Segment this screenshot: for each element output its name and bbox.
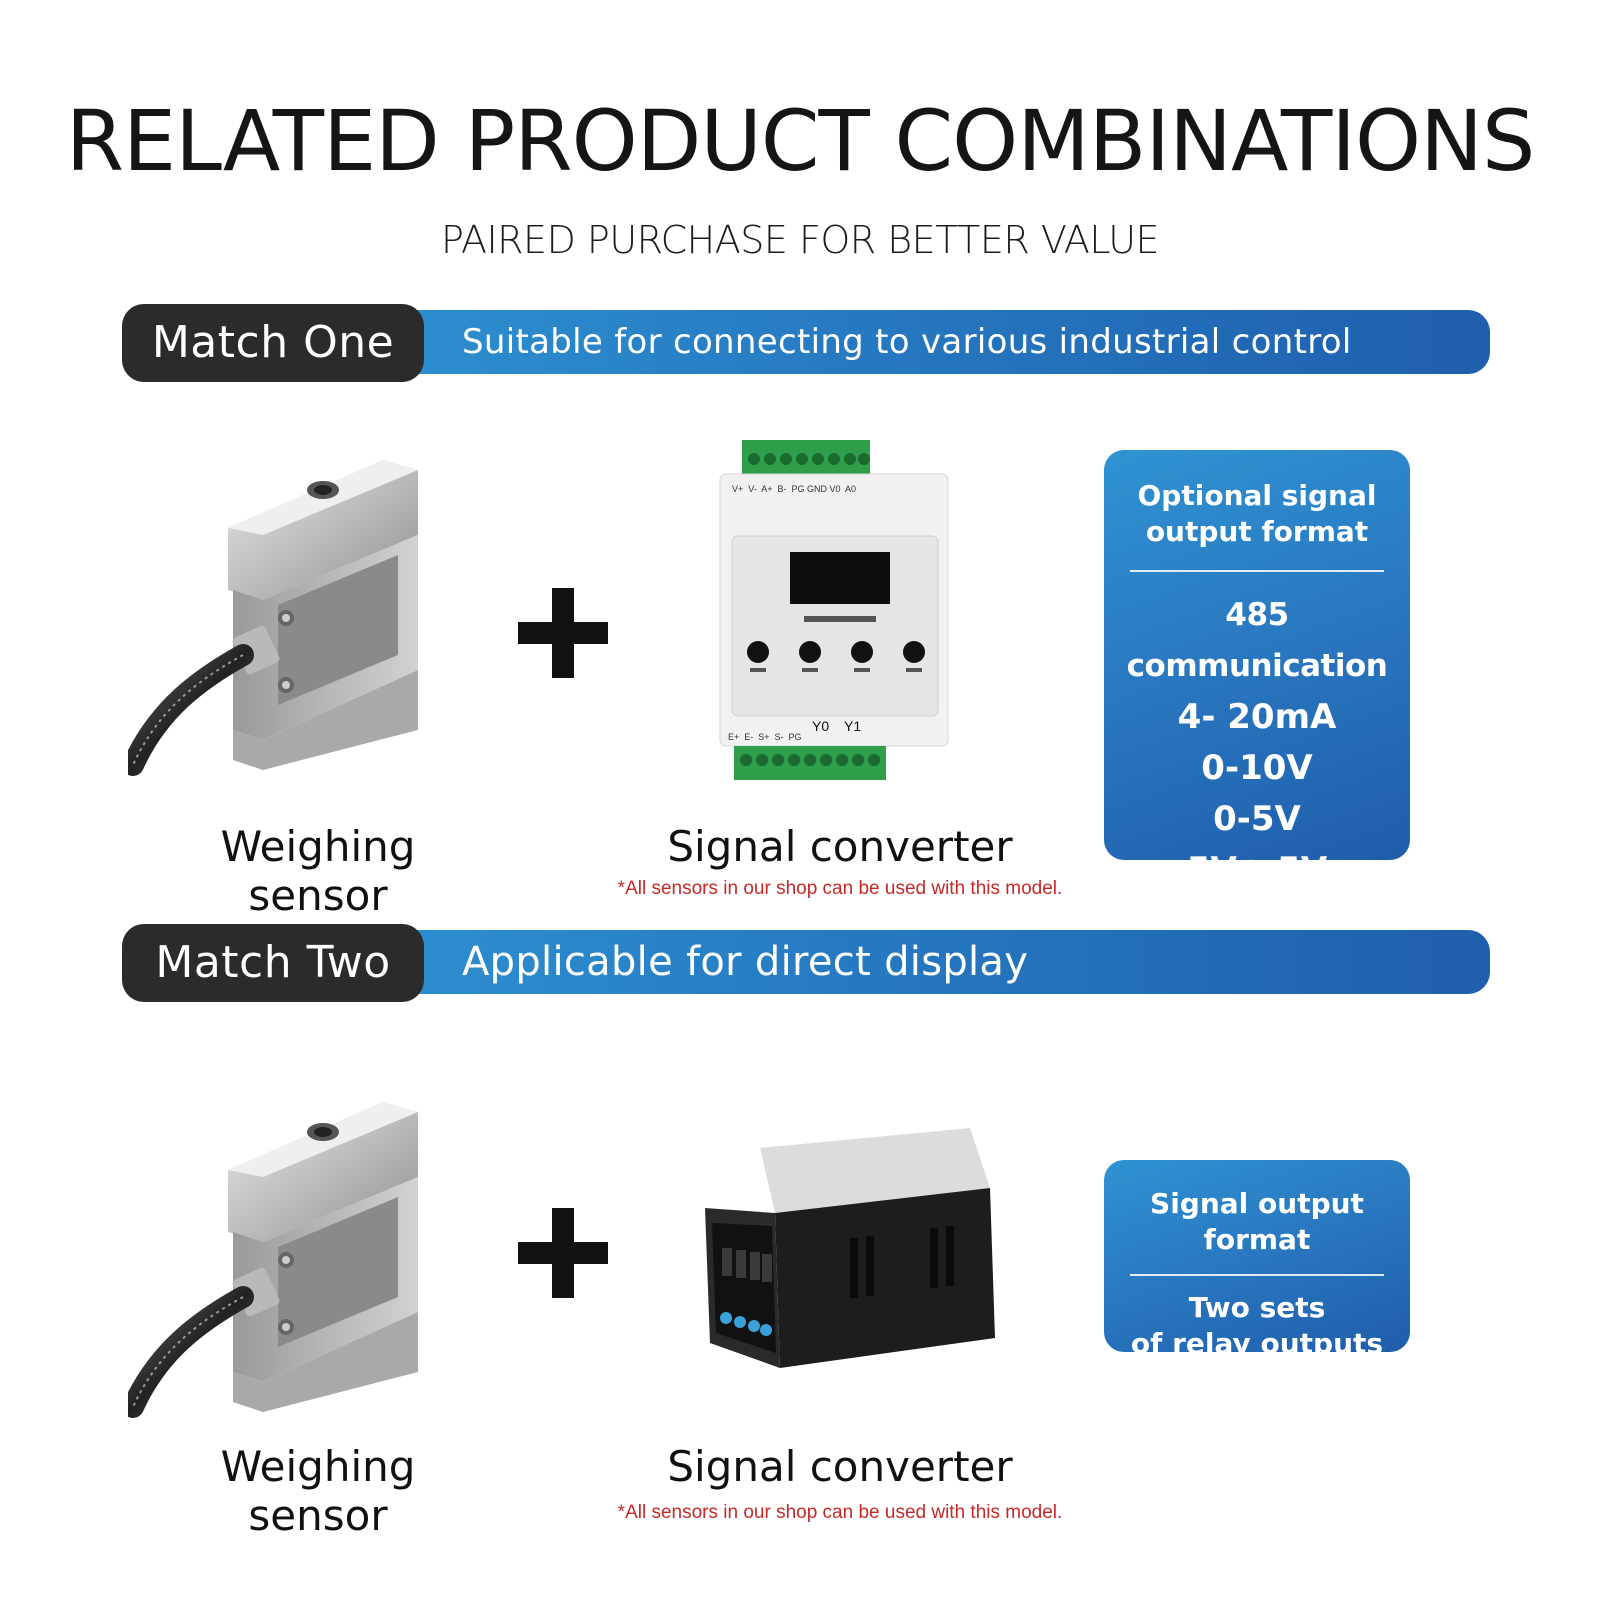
match-two-right-caption: Signal converter [667, 1442, 1013, 1491]
info-body-line2: of relay outputs [1130, 1327, 1384, 1360]
info-heading-line1: Optional signal [1137, 479, 1377, 512]
info-option: 0-5V [1213, 799, 1301, 839]
info-option: 4- 20mA [1177, 697, 1337, 737]
match-one-badge: Match One [122, 304, 424, 382]
info-divider [1130, 1274, 1384, 1276]
match-one-right-caption: Signal converter [667, 822, 1013, 871]
info-option: 0-10V [1201, 748, 1313, 788]
match-two-banner-text: Applicable for direct display [462, 939, 1029, 985]
plus-icon [518, 1208, 608, 1298]
match-two-info-box: Signal output format Two sets of relay o… [1104, 1160, 1410, 1360]
banner-blue-bar [382, 310, 1490, 374]
info-divider [1130, 570, 1384, 572]
plus-icon [518, 588, 608, 678]
match-two-left-caption: Weighing sensor [220, 1442, 416, 1540]
s-type-load-cell-image [128, 1082, 428, 1422]
info-heading: Signal output format [1150, 1187, 1364, 1256]
match-two-banner: Applicable for direct display Match Two [122, 924, 1490, 1002]
match-one-note: *All sensors in our shop can be used wit… [617, 878, 1063, 899]
info-heading-line2: output format [1145, 515, 1369, 548]
device-relay-label-y0: Y0 [812, 718, 830, 734]
match-one-info-box: Optional signal output format 485 commun… [1104, 450, 1410, 890]
din-rail-converter-image: V+ V- A+ B- PG GND V0 A0 E+ E- S+ S- PG … [712, 440, 952, 785]
info-option: 5V± 5V [1186, 850, 1328, 890]
device-bottom-terminal-labels: E+ E- S+ S- PG [728, 732, 802, 742]
panel-display-meter-image [700, 1128, 1000, 1368]
page-title: RELATED PRODUCT COMBINATIONS [65, 92, 1536, 190]
device-top-terminal-labels: V+ V- A+ B- PG GND V0 A0 [732, 484, 857, 494]
info-option: 485 communication [1126, 597, 1388, 684]
match-one-left-caption: Weighing sensor [220, 822, 416, 920]
match-two-badge: Match Two [122, 924, 424, 1002]
device-relay-label-y1: Y1 [844, 718, 862, 734]
info-body-line1: Two sets [1188, 1291, 1326, 1324]
page-subtitle: PAIRED PURCHASE FOR BETTER VALUE [440, 218, 1160, 262]
match-two-note: *All sensors in our shop can be used wit… [617, 1502, 1063, 1523]
banner-blue-bar [382, 930, 1490, 994]
match-one-banner: Suitable for connecting to various indus… [122, 304, 1490, 382]
match-one-banner-text: Suitable for connecting to various indus… [462, 322, 1352, 362]
s-type-load-cell-image [128, 440, 428, 780]
